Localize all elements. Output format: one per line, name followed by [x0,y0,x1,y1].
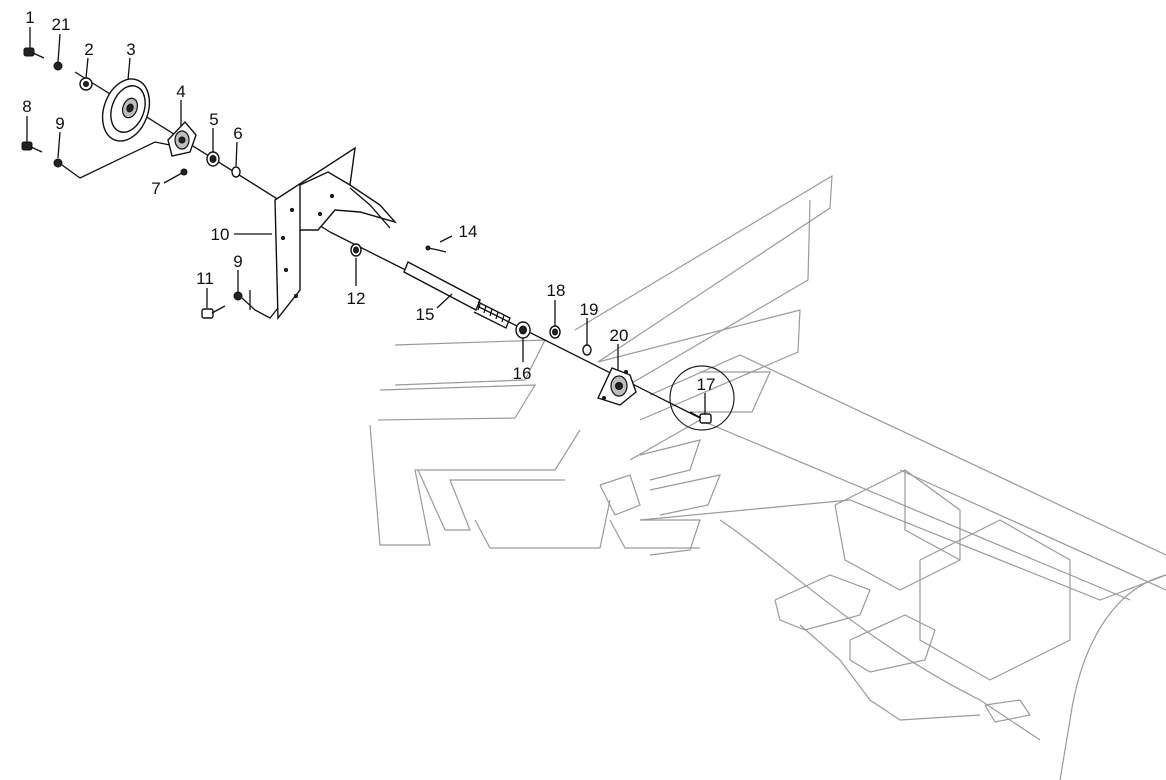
leader-lines [26,27,706,414]
bearing-housing-part-20 [597,367,637,406]
label-15: 15 [416,305,435,324]
washer-part-9-upper [53,158,63,168]
nut-part-12 [350,243,362,257]
callout-labels: 1 21 2 3 4 5 6 7 8 9 10 11 9 12 14 15 16… [22,8,715,394]
label-20: 20 [610,326,629,345]
bolt-part-8 [21,141,43,153]
ring-part-19 [582,344,592,356]
pulley-part-3 [101,78,151,142]
label-10: 10 [211,225,230,244]
label-16: 16 [513,364,532,383]
washer-part-21 [53,61,63,71]
label-6: 6 [233,124,242,143]
key-part-14 [425,245,447,253]
label-11: 11 [196,269,214,288]
label-9-lower: 9 [233,252,242,271]
label-17: 17 [697,375,716,394]
side-shield-part-10 [274,146,398,320]
bolt-part-11 [201,305,226,319]
label-2: 2 [84,40,93,59]
nut-part-18 [549,325,561,339]
washer-part-9-lower [233,291,243,301]
label-1: 1 [25,8,34,27]
label-18: 18 [547,281,566,300]
leader-bolt-8-group [61,141,171,179]
label-7: 7 [151,179,160,198]
shaft-axis [74,71,701,419]
label-21: 21 [52,15,71,34]
label-3: 3 [126,40,135,59]
nut-part-7 [180,168,188,176]
label-8: 8 [22,97,31,116]
label-12: 12 [347,289,366,308]
bearing-part-5 [206,151,220,167]
label-19: 19 [580,300,599,319]
label-4: 4 [176,82,185,101]
bolt-part-1 [23,47,45,59]
ring-part-6 [231,166,241,178]
label-5: 5 [209,110,218,129]
bearing-part-16 [515,321,531,339]
detail-circle-part-17 [669,365,735,431]
label-9-upper: 9 [55,114,64,133]
washer-part-2 [79,77,93,91]
bearing-flange-part-4 [167,120,197,157]
label-14: 14 [459,222,478,241]
shaft-part-15 [403,261,511,329]
header-frame-background [369,174,1166,780]
leader-bolt-11-group [241,297,279,319]
